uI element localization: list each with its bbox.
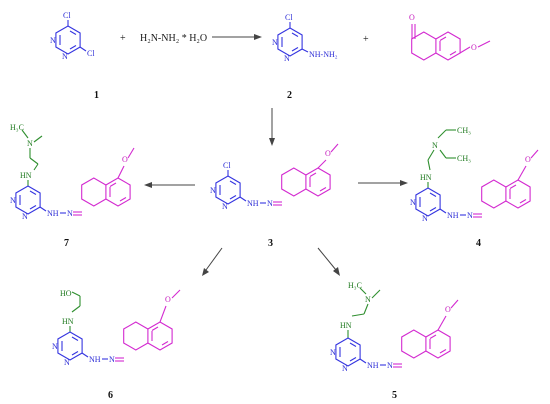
n-label: N bbox=[22, 212, 28, 221]
methoxy-o-label: O bbox=[122, 155, 128, 164]
n-label: N bbox=[272, 38, 278, 47]
arrow-2-to-3 bbox=[269, 108, 275, 146]
hydroxyl-label: HO bbox=[60, 289, 72, 298]
arrow-3-to-6 bbox=[202, 247, 223, 276]
oxygen-label: O bbox=[409, 13, 415, 22]
plus-sign: + bbox=[120, 33, 126, 44]
cl-label: Cl bbox=[87, 49, 95, 58]
compound-7-structure: H₃C N HN N N NH N O bbox=[10, 123, 135, 221]
cl-label: Cl bbox=[223, 161, 231, 170]
compound-3-structure: Cl N N NH N O bbox=[210, 143, 339, 211]
amine-label: HN bbox=[20, 171, 32, 180]
methoxy-o-label: O bbox=[445, 305, 451, 314]
n-label: N bbox=[342, 364, 348, 373]
amine-label: HN bbox=[340, 321, 352, 330]
cl-label: Cl bbox=[63, 11, 71, 20]
n-label: N bbox=[62, 52, 68, 61]
methoxy-o-label: O bbox=[165, 295, 171, 304]
compound-1-structure: Cl Cl N N bbox=[50, 11, 95, 61]
n-label: N bbox=[330, 348, 336, 357]
n-label: N bbox=[10, 196, 16, 205]
hydrazone-label: NH bbox=[367, 361, 379, 370]
n-label: N bbox=[410, 198, 416, 207]
methyl-label: H₃C bbox=[10, 123, 24, 132]
amine-label: HN bbox=[62, 317, 74, 326]
compound-4-structure: CH₃ CH₃ N HN N N NH N O bbox=[410, 126, 539, 223]
n-label: N bbox=[387, 361, 393, 370]
hydrazone-label: NH bbox=[47, 209, 59, 218]
hydrazone-label: NH bbox=[247, 199, 259, 208]
compound-7-number: 7 bbox=[64, 238, 69, 249]
hydrazine-reagent: H₂N-NH₂ * H₂O bbox=[140, 33, 207, 44]
hydrazone-label: NH bbox=[447, 211, 459, 220]
n-label: N bbox=[422, 214, 428, 223]
n-label: N bbox=[50, 36, 56, 45]
methoxy-o-label: O bbox=[525, 155, 531, 164]
n-label: N bbox=[284, 54, 290, 63]
cl-label: Cl bbox=[285, 13, 293, 22]
n-label: N bbox=[52, 342, 58, 351]
compound-6-structure: HO HN N N NH N O bbox=[52, 289, 181, 367]
ethyl-label: CH₃ bbox=[457, 154, 471, 163]
compound-4-number: 4 bbox=[476, 238, 481, 249]
n-label: N bbox=[109, 355, 115, 364]
plus-sign: + bbox=[363, 34, 369, 45]
n-label: N bbox=[210, 186, 216, 195]
methyl-label: H₃C bbox=[348, 281, 362, 290]
arrow-3-to-4 bbox=[358, 180, 408, 186]
methoxy-o-label: O bbox=[325, 149, 331, 158]
methoxy-o-label: O bbox=[471, 43, 477, 52]
n-label: N bbox=[222, 202, 228, 211]
compound-1-number: 1 bbox=[94, 90, 99, 101]
n-label: N bbox=[467, 211, 473, 220]
n-label: N bbox=[432, 141, 438, 150]
n-label: N bbox=[27, 139, 33, 148]
compound-5-structure: H₃C N HN N N NH N O bbox=[330, 281, 459, 373]
compound-2-structure: Cl NH-NH₂ N N bbox=[272, 13, 338, 63]
arrow-1-to-2 bbox=[212, 34, 262, 40]
amine-label: HN bbox=[420, 173, 432, 182]
arrow-3-to-7 bbox=[144, 182, 195, 188]
hydrazino-label: NH-NH₂ bbox=[309, 50, 338, 59]
hydrazone-label: NH bbox=[89, 355, 101, 364]
methoxytetralone-structure: O O bbox=[409, 13, 491, 61]
compound-3-number: 3 bbox=[268, 238, 273, 249]
compound-2-number: 2 bbox=[287, 90, 292, 101]
n-label: N bbox=[64, 358, 70, 367]
n-label: N bbox=[365, 295, 371, 304]
compound-6-number: 6 bbox=[108, 390, 113, 401]
n-label: N bbox=[67, 209, 73, 218]
n-label: N bbox=[267, 199, 273, 208]
arrow-3-to-5 bbox=[317, 247, 340, 276]
ethyl-label: CH₃ bbox=[457, 126, 471, 135]
compound-5-number: 5 bbox=[392, 390, 397, 401]
